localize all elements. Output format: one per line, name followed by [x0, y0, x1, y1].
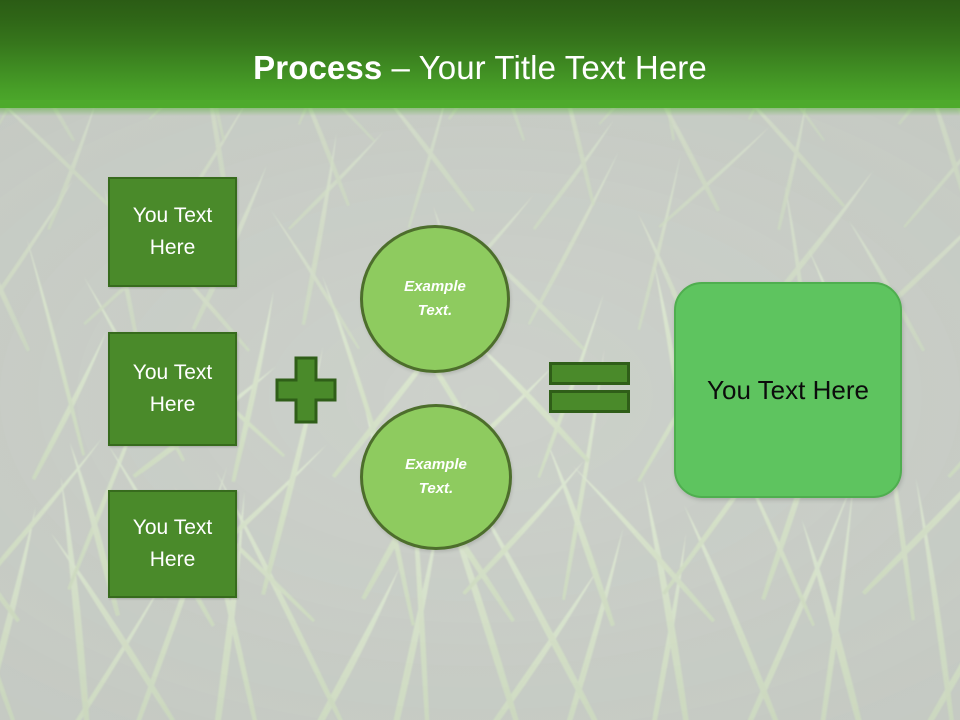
circle-2-line1: Example: [405, 456, 467, 473]
result-box-label: You Text Here: [707, 374, 869, 405]
page-title-bold: Process: [253, 49, 383, 86]
equals-icon: [549, 362, 630, 413]
input-box-1-label: You Text Here: [132, 204, 213, 259]
circle-1[interactable]: Example Text.: [360, 225, 510, 373]
equals-bar-bottom: [549, 390, 630, 413]
input-box-3-label: You Text Here: [132, 516, 213, 571]
input-box-2[interactable]: You Text Here: [108, 332, 237, 446]
input-box-2-label: You Text Here: [132, 361, 213, 416]
circle-1-line2: Text.: [417, 302, 453, 319]
equals-bar-top: [549, 362, 630, 385]
page-title: Process – Your Title Text Here: [0, 48, 960, 88]
page-title-regular: – Your Title Text Here: [382, 49, 707, 86]
circle-2-line2: Text.: [418, 480, 454, 497]
input-box-3[interactable]: You Text Here: [108, 490, 237, 598]
header-band: [0, 0, 960, 108]
plus-icon: [275, 356, 337, 424]
input-box-1[interactable]: You Text Here: [108, 177, 237, 287]
circle-2[interactable]: Example Text.: [360, 404, 512, 550]
circle-1-line1: Example: [404, 278, 466, 295]
result-box[interactable]: You Text Here: [674, 282, 902, 498]
